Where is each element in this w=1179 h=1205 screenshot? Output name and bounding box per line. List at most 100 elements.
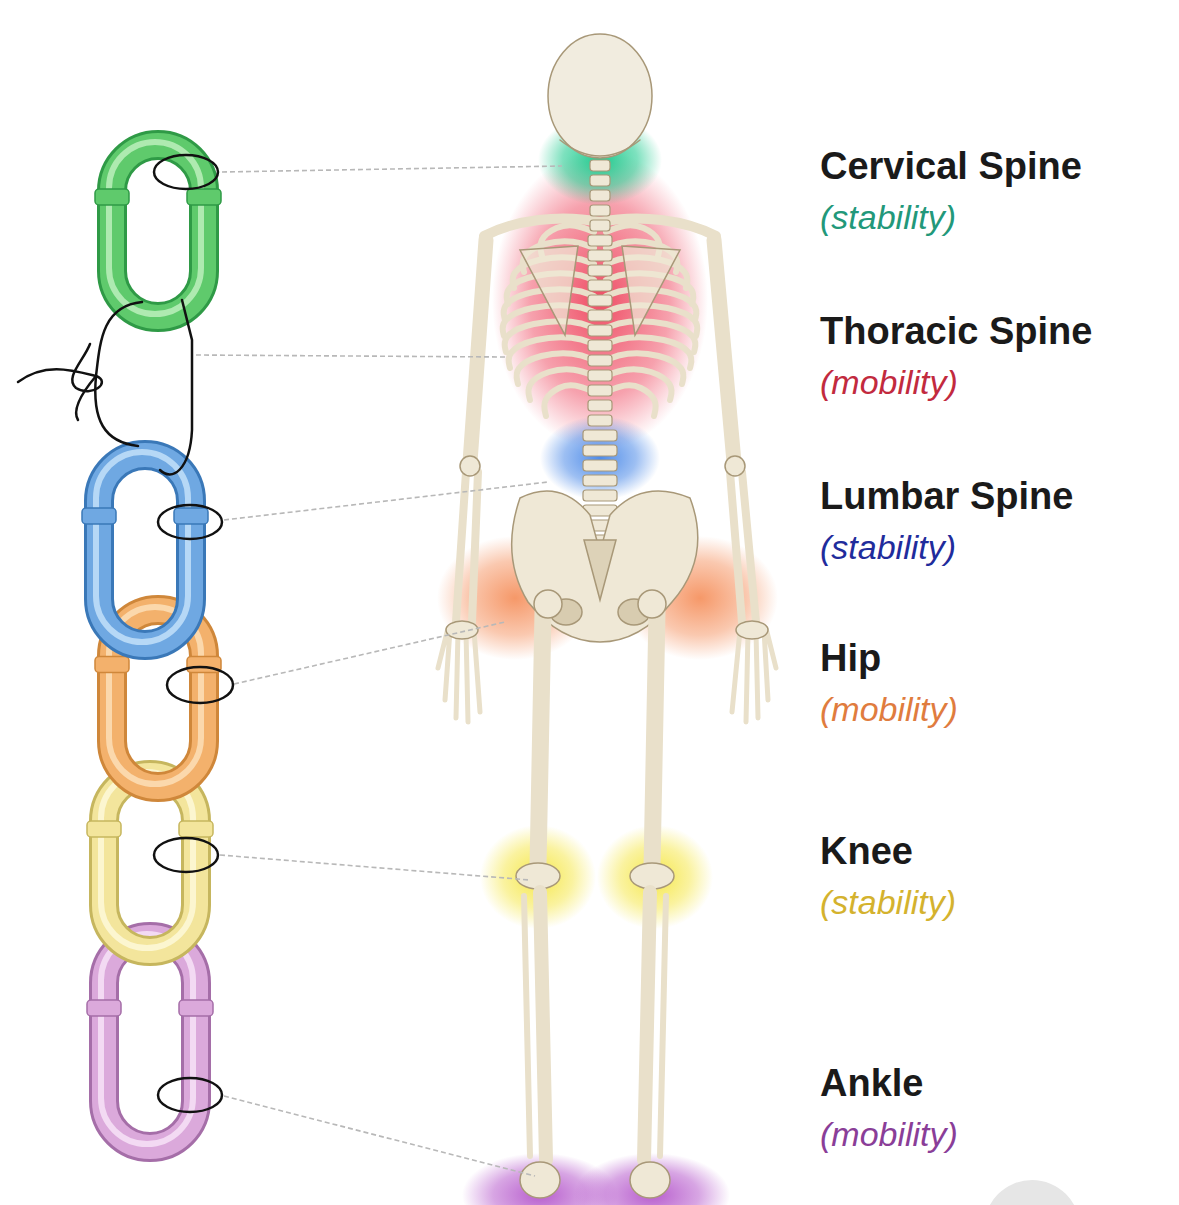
skull-base — [560, 140, 640, 156]
string-knot — [18, 300, 192, 474]
vertebra — [588, 385, 612, 396]
marker-circle — [154, 838, 218, 872]
wrist — [446, 621, 478, 639]
link-body — [99, 455, 191, 645]
forearm-bone — [742, 472, 756, 622]
link-body — [96, 452, 188, 642]
hand — [438, 628, 480, 722]
vertebra — [590, 190, 610, 201]
region-name: Lumbar Spine — [820, 475, 1073, 519]
chain-link — [95, 142, 221, 317]
tibia — [644, 892, 650, 1160]
sacrum — [584, 540, 616, 600]
leader-line — [224, 1096, 535, 1176]
region-name: Cervical Spine — [820, 145, 1082, 189]
vertebra — [588, 415, 612, 426]
link-band — [187, 189, 221, 205]
link-body — [112, 145, 204, 317]
thoracic-glow — [492, 150, 708, 450]
marker-circle — [158, 505, 222, 539]
ribcage — [503, 225, 698, 416]
wrist — [736, 621, 768, 639]
link-band — [87, 1000, 121, 1016]
leader-line — [196, 355, 505, 357]
vertebra — [583, 445, 617, 456]
link-body — [112, 145, 204, 317]
scapula — [622, 246, 680, 335]
region-name: Knee — [820, 830, 913, 874]
link-body — [104, 937, 196, 1147]
vertebra — [583, 490, 617, 501]
corner-button — [984, 1180, 1080, 1205]
fibula — [660, 896, 666, 1156]
link-band — [174, 508, 208, 524]
foot — [520, 1162, 560, 1198]
link-markers — [154, 155, 233, 1112]
link-band — [82, 508, 116, 524]
fibula — [524, 896, 530, 1156]
chain — [82, 142, 221, 1147]
elbow — [725, 456, 745, 476]
string — [95, 302, 142, 446]
ankle-glow — [574, 1153, 730, 1205]
link-body — [104, 937, 196, 1147]
humerus — [714, 240, 734, 462]
vertebra — [588, 250, 612, 261]
femur — [652, 612, 657, 866]
lumbar-glow — [540, 416, 660, 500]
vertebra — [588, 280, 612, 291]
region-name: Thoracic Spine — [820, 310, 1092, 354]
spine — [583, 160, 617, 546]
leader-line — [234, 622, 505, 684]
link-band — [179, 821, 213, 837]
hand — [732, 628, 776, 722]
vertebra — [588, 325, 612, 336]
vertebra — [588, 340, 612, 351]
region-role: (mobility) — [820, 690, 958, 729]
link-band — [95, 189, 129, 205]
marker-circle — [158, 1078, 222, 1112]
marker-circle — [167, 667, 233, 703]
knee-joint — [516, 863, 560, 889]
vertebra — [590, 160, 610, 171]
scapula — [520, 246, 578, 335]
link-body — [99, 455, 191, 645]
region-role: (stability) — [820, 883, 956, 922]
leader-line — [222, 166, 562, 172]
knee-joint — [630, 863, 674, 889]
elbow — [460, 456, 480, 476]
rib — [606, 385, 656, 416]
vertebra — [588, 310, 612, 321]
chain-link — [82, 452, 208, 645]
rib — [544, 385, 594, 416]
region-role: (stability) — [820, 528, 956, 567]
region-name: Hip — [820, 637, 881, 681]
region-glows — [437, 115, 778, 1205]
vertebra — [588, 295, 612, 306]
femoral-head — [638, 590, 666, 618]
link-band — [95, 657, 129, 673]
link-band — [87, 821, 121, 837]
forearm-bone — [456, 472, 466, 622]
vertebra — [588, 235, 612, 246]
skull — [548, 34, 652, 158]
string — [160, 300, 192, 474]
femoral-head — [534, 590, 562, 618]
vertebra — [588, 355, 612, 366]
vertebra — [583, 460, 617, 471]
leader-lines — [196, 166, 562, 1176]
vertebra — [588, 370, 612, 381]
link-band — [179, 1000, 213, 1016]
leader-line — [224, 482, 548, 520]
humerus — [470, 240, 486, 462]
vertebra — [583, 430, 617, 441]
vertebra — [590, 175, 610, 186]
tibia — [540, 892, 546, 1160]
vertebra — [588, 265, 612, 276]
skeleton — [438, 34, 776, 1198]
vertebra — [590, 205, 610, 216]
marker-circle — [154, 155, 218, 189]
vertebra — [590, 220, 610, 231]
foot — [630, 1162, 670, 1198]
